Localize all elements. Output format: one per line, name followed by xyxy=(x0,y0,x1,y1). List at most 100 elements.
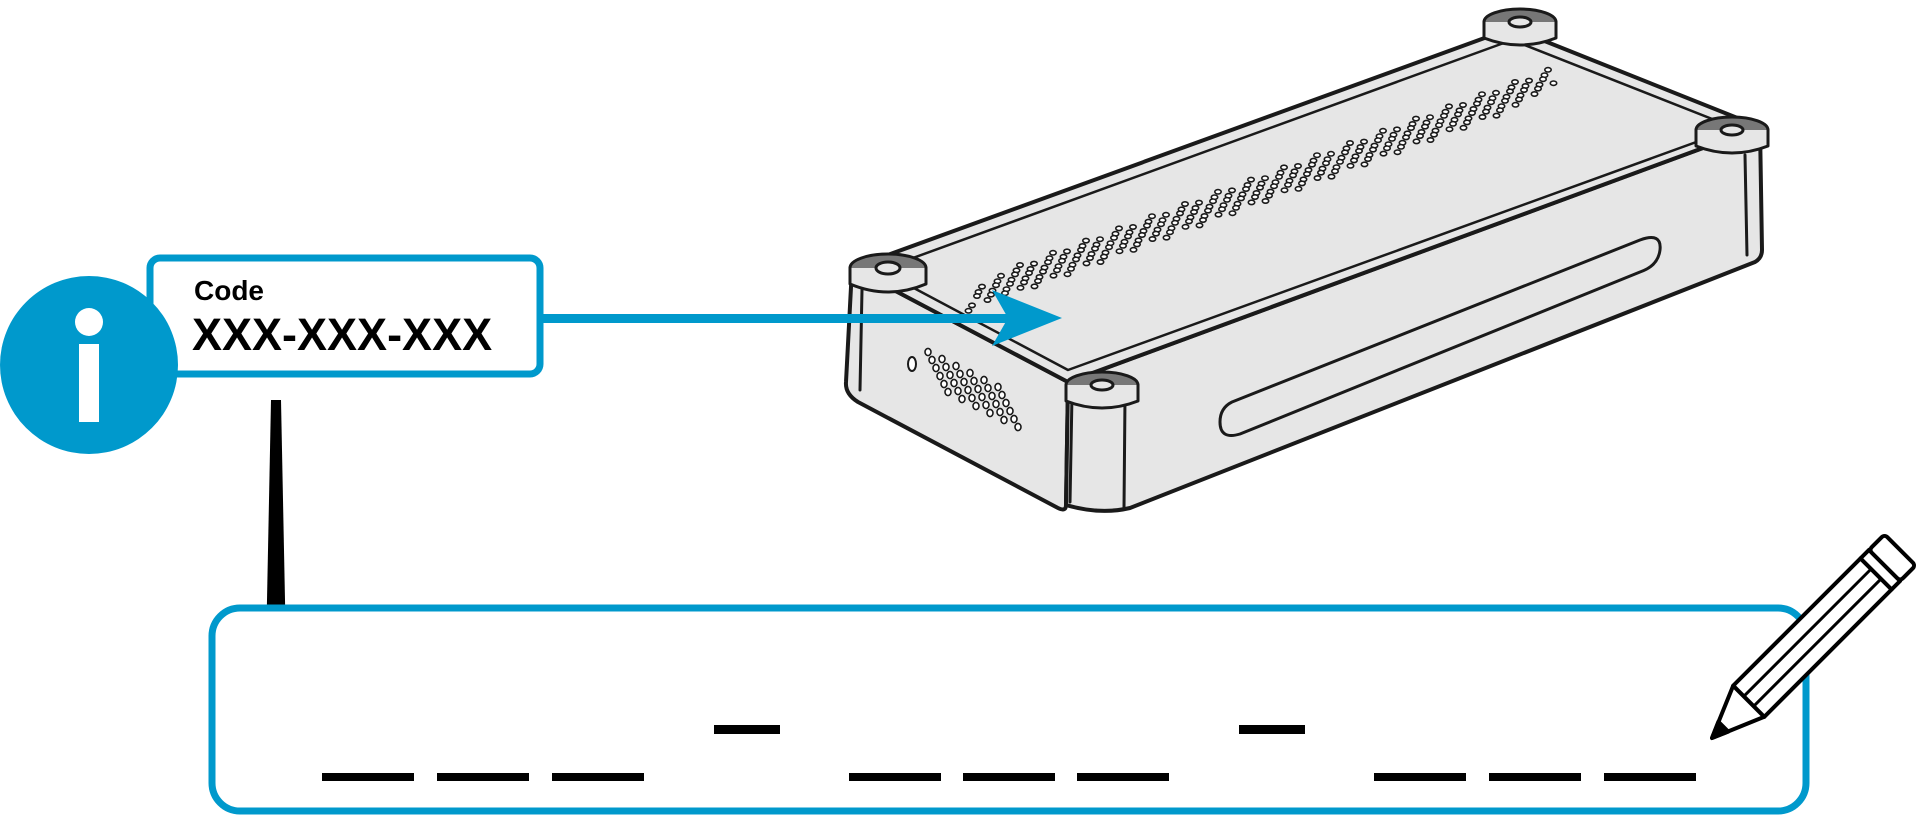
vent-hole xyxy=(1072,256,1081,263)
vent-hole xyxy=(1006,406,1014,416)
vent-hole xyxy=(1331,168,1340,175)
vent-hole xyxy=(1379,127,1388,134)
vent-hole xyxy=(1014,422,1022,432)
vent-hole xyxy=(1119,242,1128,249)
vent-hole xyxy=(1463,119,1472,126)
vent-hole xyxy=(1067,265,1076,272)
vent-hole xyxy=(1313,175,1322,182)
vent-hole xyxy=(1374,137,1383,144)
vent-hole xyxy=(964,307,973,314)
vent-hole xyxy=(1313,152,1322,159)
vent-hole xyxy=(1063,248,1072,255)
vent-hole xyxy=(1397,143,1406,150)
device-indicator-led xyxy=(907,356,917,372)
vent-hole xyxy=(1030,283,1039,290)
vent-hole xyxy=(954,386,962,396)
vent-hole xyxy=(1364,156,1373,163)
vent-hole xyxy=(977,283,986,290)
vent-hole xyxy=(998,390,1006,400)
device-foot xyxy=(848,252,928,294)
vent-hole xyxy=(950,378,958,388)
vent-hole xyxy=(1350,157,1359,164)
vent-hole xyxy=(1341,149,1350,156)
vent-hole xyxy=(1082,260,1091,267)
vent-hole xyxy=(1214,211,1223,218)
blank-slot xyxy=(1374,773,1466,781)
vent-hole xyxy=(1369,146,1378,153)
vent-hole xyxy=(1133,241,1142,248)
vent-hole xyxy=(1162,234,1171,241)
code-title: Code xyxy=(194,275,264,306)
vent-hole xyxy=(1487,99,1496,106)
vent-hole xyxy=(994,382,1002,392)
vent-hole xyxy=(1025,269,1034,276)
vent-hole xyxy=(960,377,968,387)
vent-hole xyxy=(986,408,994,418)
vent-hole xyxy=(1284,181,1293,188)
vent-hole xyxy=(1091,245,1100,252)
pencil-icon xyxy=(1710,534,1916,740)
pointer-arrow xyxy=(540,290,1062,346)
vent-hole xyxy=(1482,108,1491,115)
code-blank-slots xyxy=(322,725,1696,781)
blank-slot xyxy=(849,773,941,781)
vent-hole xyxy=(986,291,995,298)
vent-hole xyxy=(1478,114,1487,121)
vent-hole xyxy=(1454,111,1463,118)
vent-hole xyxy=(1298,180,1307,187)
vent-hole xyxy=(944,387,952,397)
vent-hole xyxy=(946,370,954,380)
vent-hole xyxy=(1190,209,1199,216)
vent-hole xyxy=(1289,172,1298,179)
vent-hole xyxy=(956,369,964,379)
vent-hole xyxy=(972,401,980,411)
vent-hole xyxy=(1247,199,1256,206)
vent-hole xyxy=(970,376,978,386)
vent-hole xyxy=(1388,135,1397,142)
vent-hole xyxy=(980,375,988,385)
device-side-vent-grid xyxy=(924,347,1022,432)
vent-hole xyxy=(1223,196,1232,203)
info-icon xyxy=(0,276,178,454)
vent-hole xyxy=(1256,184,1265,191)
vent-hole xyxy=(1166,229,1175,236)
vent-hole xyxy=(1478,91,1487,98)
vent-hole xyxy=(1053,267,1062,274)
vent-hole xyxy=(932,363,940,373)
vent-hole xyxy=(1049,272,1058,279)
vent-hole xyxy=(968,393,976,403)
vent-hole xyxy=(958,394,966,404)
vent-hole xyxy=(972,292,981,299)
blank-dash xyxy=(1239,725,1305,734)
vent-hole xyxy=(1265,192,1274,199)
vent-hole xyxy=(1063,271,1072,278)
blank-slot xyxy=(552,773,644,781)
vent-hole xyxy=(1195,222,1204,229)
vent-hole xyxy=(1426,114,1435,121)
vent-hole xyxy=(1209,198,1218,205)
vent-hole xyxy=(1327,173,1336,180)
vent-hole xyxy=(1237,195,1246,202)
vent-hole xyxy=(1228,210,1237,217)
vent-hole xyxy=(1393,149,1402,156)
vent-hole xyxy=(1162,211,1171,218)
vent-hole xyxy=(1105,244,1114,251)
vent-hole xyxy=(1360,161,1369,168)
vent-hole xyxy=(1204,207,1213,214)
vent-hole xyxy=(1492,112,1501,119)
vent-hole xyxy=(1459,124,1468,131)
vent-hole xyxy=(1407,125,1416,132)
device-corner-edge xyxy=(1122,396,1127,510)
vent-hole xyxy=(983,296,992,303)
vent-hole xyxy=(1058,257,1067,264)
device-illustration xyxy=(843,7,1770,513)
vent-hole xyxy=(1449,120,1458,127)
vent-hole xyxy=(991,282,1000,289)
vent-hole xyxy=(1280,164,1289,171)
vent-hole xyxy=(1294,185,1303,192)
code-entry-field[interactable] xyxy=(208,604,1810,815)
vent-hole xyxy=(1148,236,1157,243)
vent-hole xyxy=(1152,230,1161,237)
vent-hole xyxy=(1129,224,1138,231)
